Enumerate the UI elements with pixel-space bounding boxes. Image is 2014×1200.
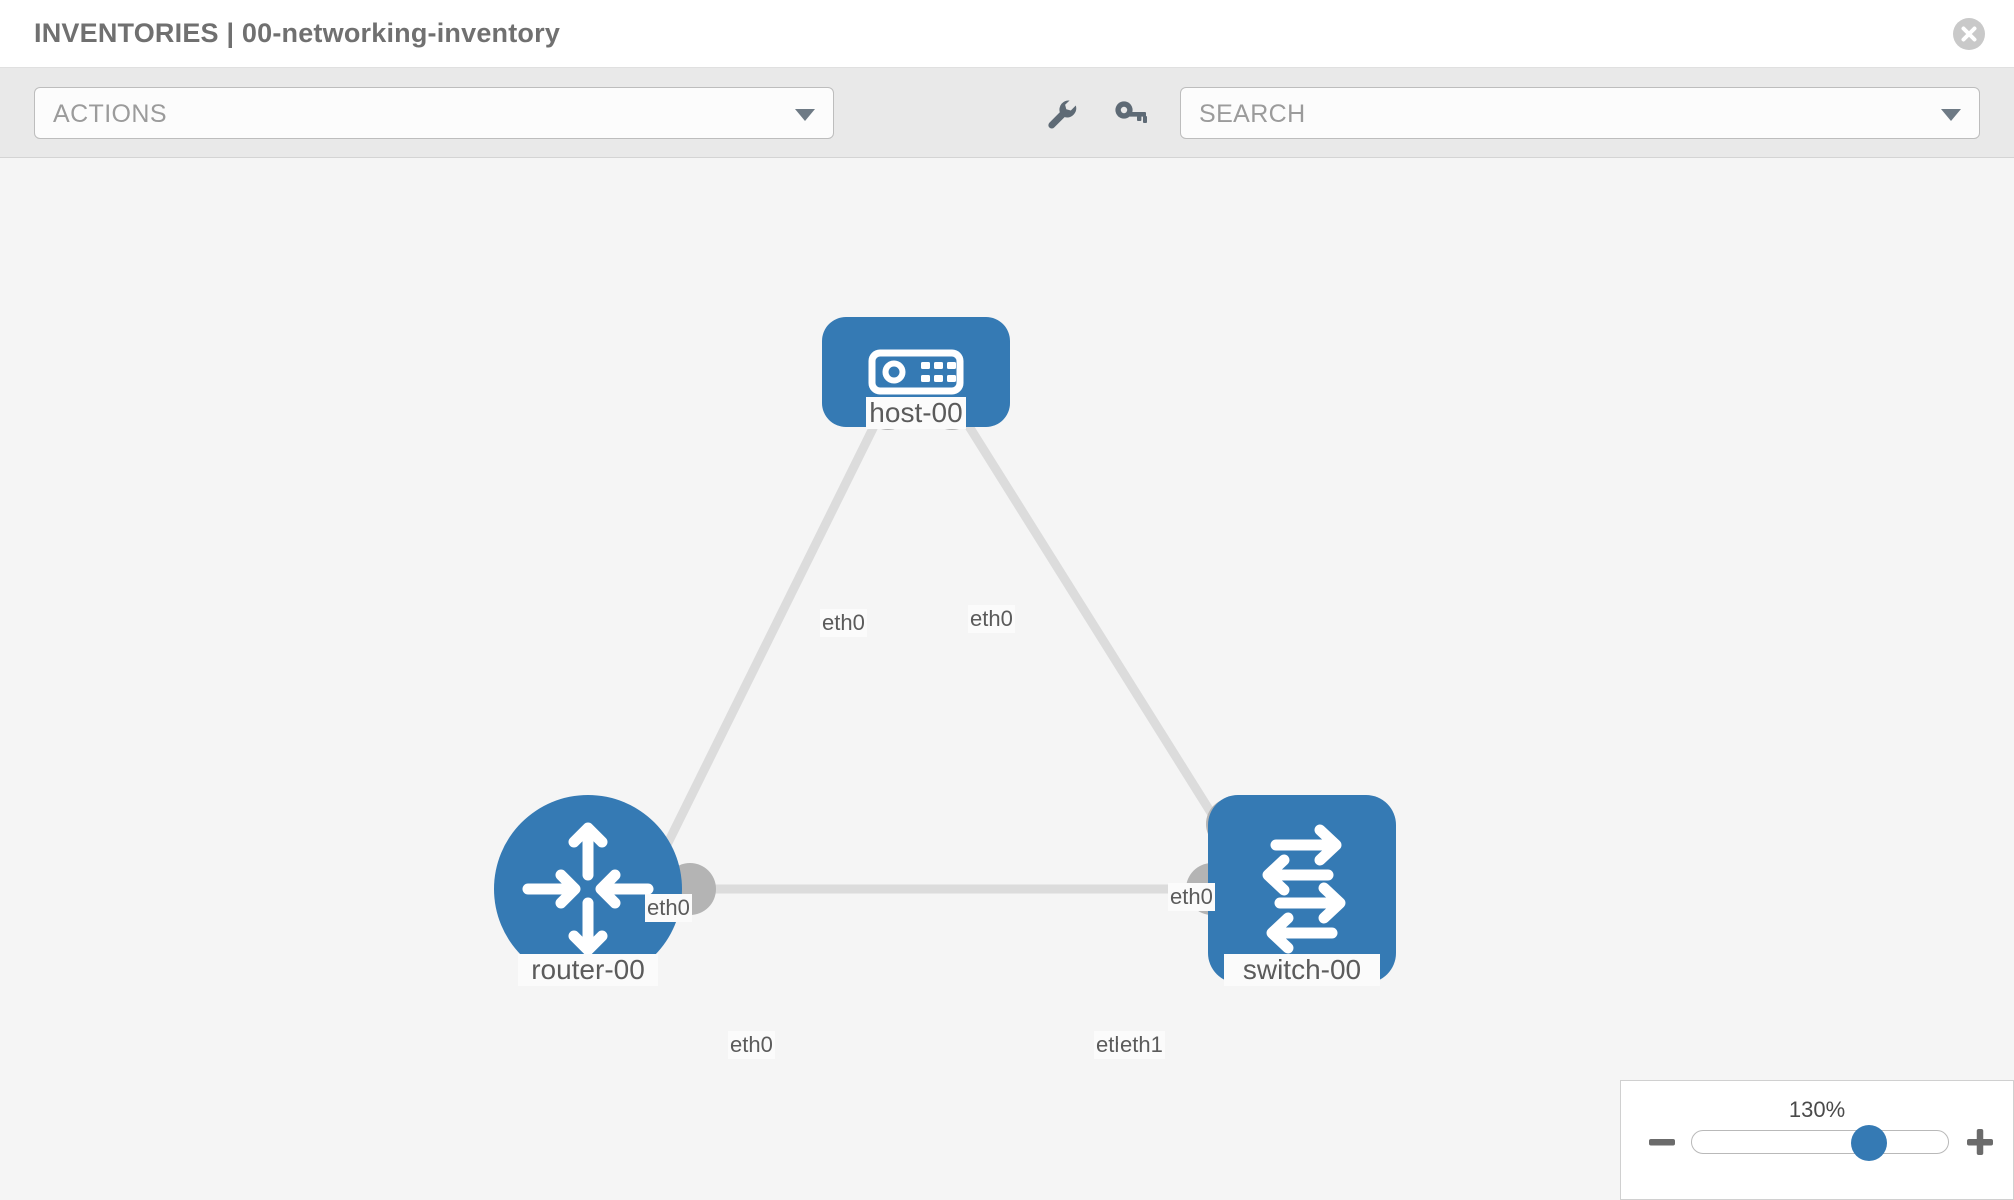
node-host-00-label: host-00 xyxy=(866,397,966,429)
node-router-00[interactable] xyxy=(494,795,682,983)
wrench-icon[interactable] xyxy=(1040,92,1084,136)
search-input[interactable]: SEARCH xyxy=(1180,87,1980,139)
node-switch-00-label: switch-00 xyxy=(1224,954,1380,986)
edge-label-host-switch-src: eth0 xyxy=(968,605,1015,633)
search-placeholder: SEARCH xyxy=(1199,100,1306,128)
minus-icon[interactable] xyxy=(1645,1125,1679,1159)
plus-icon[interactable] xyxy=(1963,1125,1997,1159)
topology-links xyxy=(655,401,1244,894)
close-icon[interactable] xyxy=(1952,17,1986,51)
key-icon[interactable] xyxy=(1108,92,1152,136)
page-title: INVENTORIES | 00-networking-inventory xyxy=(34,18,561,48)
chevron-down-icon[interactable] xyxy=(1941,109,1961,121)
zoom-slider[interactable] xyxy=(1691,1125,1949,1161)
actions-dropdown-label: ACTIONS xyxy=(53,100,167,128)
link-host-switch xyxy=(951,401,1244,862)
edge-label-router-host: eth0 xyxy=(645,894,692,922)
zoom-control-panel: 130% xyxy=(1620,1080,2014,1200)
page-header: INVENTORIES | 00-networking-inventory xyxy=(0,0,2014,68)
switch-icon xyxy=(1262,824,1346,954)
zoom-slider-thumb[interactable] xyxy=(1850,1125,1887,1161)
edge-label-router-switch-tgt-b: eth1 xyxy=(1118,1031,1165,1059)
topology-graph xyxy=(655,378,1258,915)
topology-connectors xyxy=(664,378,1258,915)
edge-label-switch-host: eth0 xyxy=(1168,883,1215,911)
edge-label-host-router-src: eth0 xyxy=(820,609,867,637)
server-icon xyxy=(868,349,964,395)
node-router-00-label: router-00 xyxy=(518,954,658,986)
topology-canvas[interactable]: host-00 router xyxy=(0,159,2014,1200)
node-switch-00[interactable] xyxy=(1208,795,1396,983)
router-icon xyxy=(522,822,654,956)
toolbar: ACTIONS SEARCH xyxy=(0,68,2014,158)
link-host-router xyxy=(655,402,890,861)
node-switch-shape xyxy=(1208,795,1396,983)
chevron-down-icon xyxy=(795,109,815,121)
zoom-level-value: 130% xyxy=(1788,1097,1846,1122)
actions-dropdown[interactable]: ACTIONS xyxy=(34,87,834,139)
edge-label-router-switch-src: eth0 xyxy=(728,1031,775,1059)
node-router-shape xyxy=(494,795,682,983)
